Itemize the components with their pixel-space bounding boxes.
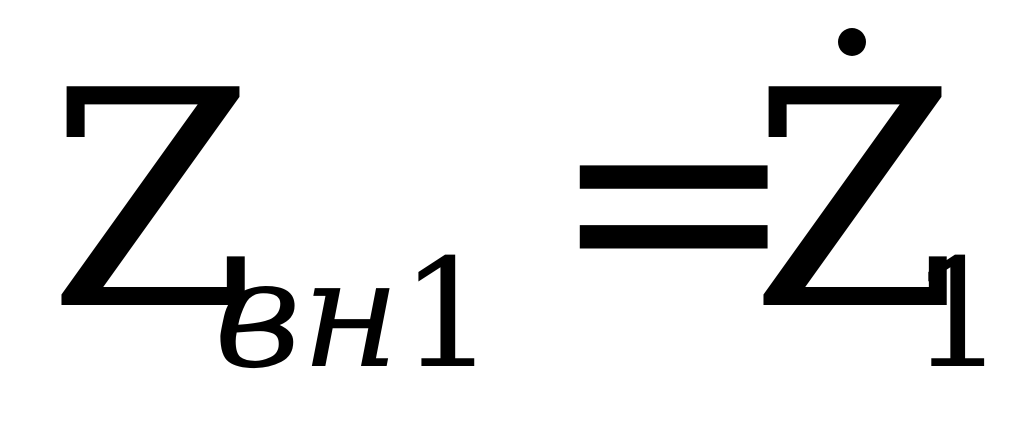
dot-accent-icon (838, 28, 866, 56)
lhs-symbol: Z (48, 27, 257, 376)
rhs-subscript: 1 (910, 228, 1006, 402)
lhs-subscript: вн1 (214, 240, 496, 390)
rhs-symbol: Z (750, 27, 959, 376)
lhs-subscript-number: 1 (400, 228, 496, 402)
lhs-subscript-letters: вн (214, 228, 401, 402)
equals-sign: = (548, 23, 800, 372)
